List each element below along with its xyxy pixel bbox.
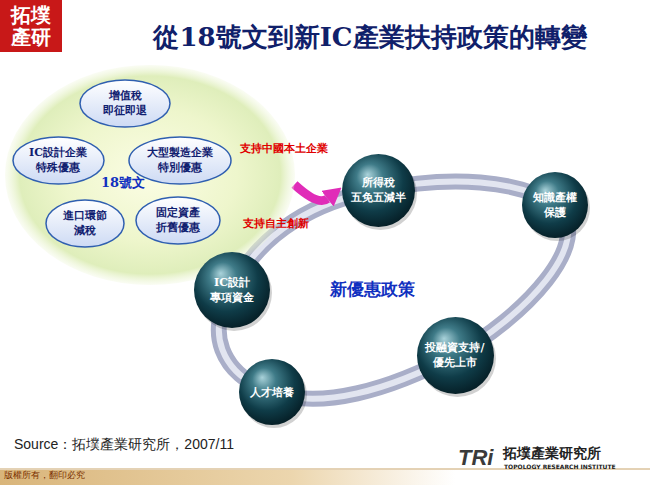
- logo-mark: 拓墣產研: [10, 4, 52, 48]
- policy-sphere: 知識產權 保護: [522, 172, 588, 238]
- sphere-outline: [522, 172, 588, 238]
- node-text-box: 增值稅 即征即退: [103, 88, 147, 118]
- ellipse-outline: [135, 196, 221, 245]
- policy-ellipse: 固定資產 折舊優惠: [135, 196, 221, 245]
- copyright-note: 版權所有，翻印必究: [4, 471, 85, 481]
- sphere-body: [194, 252, 270, 328]
- node-text-box: 固定資產 折舊優惠: [156, 205, 200, 235]
- center-label: 新優惠政策: [330, 280, 415, 299]
- ellipse-label: IC設計企業 特殊優惠: [29, 145, 87, 175]
- sphere-body: [239, 359, 305, 425]
- region-label-wrap: 18號文: [101, 174, 145, 192]
- logo-mark-wrap: 拓墣產研: [0, 0, 62, 52]
- node-text-box: 進口環節 減稅: [63, 208, 107, 238]
- node-text-box: IC設計 專項資金: [210, 275, 254, 305]
- title: 從18號文到新IC產業扶持政策的轉變: [100, 20, 640, 55]
- policy-sphere: 投融資支持/ 優先上市: [417, 317, 494, 394]
- logo-name: 拓墣產業研究所: [503, 446, 601, 461]
- support-note-wrap: 支持自主創新: [243, 218, 309, 230]
- logo-tri: TRi: [458, 446, 493, 470]
- ellipse-label: 進口環節 減稅: [63, 208, 107, 238]
- ellipse-body: [13, 137, 104, 184]
- source-caption: Source：拓墣產業研究所，2007/11: [14, 436, 234, 454]
- policy-ellipse: 進口環節 減稅: [45, 199, 125, 248]
- node-text-box: 人才培養: [250, 385, 294, 400]
- logo-subtitle: TOPOLOGY RESEARCH INSTITUTE: [504, 464, 616, 471]
- policy-ellipse: 增值稅 即征即退: [79, 79, 171, 128]
- caption-wrap: Source：拓墣產業研究所，2007/11: [14, 436, 234, 454]
- sphere-outline: [417, 317, 494, 394]
- ellipse-outline: [12, 136, 105, 185]
- node-text-box: 知識產權 保護: [533, 190, 577, 220]
- ellipse-body: [46, 200, 124, 247]
- logo-name-wrap: 拓墣產業研究所: [503, 446, 601, 461]
- ellipse-label: 固定資產 折舊優惠: [156, 205, 200, 235]
- region-label: 18號文: [101, 174, 145, 192]
- bottom-bar: [0, 470, 650, 485]
- center-label-wrap: 新優惠政策: [330, 280, 415, 299]
- sphere-body: [342, 154, 415, 227]
- ellipse-body: [129, 137, 231, 184]
- policy-ellipse: IC設計企業 特殊優惠: [12, 136, 105, 185]
- node-text-box: IC設計企業 特殊優惠: [29, 145, 87, 175]
- ellipse-body: [136, 197, 220, 244]
- ellipse-label: 增值稅 即征即退: [103, 88, 147, 118]
- title-wrap: 從18號文到新IC產業扶持政策的轉變: [100, 20, 640, 55]
- support-note-wrap: 支持中國本土企業: [240, 143, 328, 155]
- copyright-note-wrap: 版權所有，翻印必究: [4, 471, 85, 481]
- sphere-label: 投融資支持/ 優先上市: [425, 340, 484, 370]
- sphere-label: IC設計 專項資金: [210, 275, 254, 305]
- policy-sphere: 人才培養: [239, 359, 305, 425]
- support-note: 支持中國本土企業: [240, 143, 328, 155]
- node-text-box: 大型製造企業 特別優惠: [147, 145, 213, 175]
- region-fill: [5, 65, 295, 285]
- sphere-body: [417, 317, 494, 394]
- node-text-box: 所得稅 五免五減半: [351, 175, 406, 205]
- logo-subtitle-wrap: TOPOLOGY RESEARCH INSTITUTE: [504, 464, 616, 471]
- ellipse-body: [80, 80, 170, 127]
- ellipse-outline: [45, 199, 125, 248]
- policy-shift-arrow: [294, 185, 327, 201]
- sphere-label: 人才培養: [250, 385, 294, 400]
- ellipse-label: 大型製造企業 特別優惠: [147, 145, 213, 175]
- sphere-outline: [342, 154, 415, 227]
- policy-sphere: 所得稅 五免五減半: [342, 154, 415, 227]
- logo-tri-wrap: TRi: [458, 446, 493, 470]
- policy-sphere: IC設計 專項資金: [194, 252, 270, 328]
- sphere-label: 所得稅 五免五減半: [351, 175, 406, 205]
- sphere-body: [522, 172, 588, 238]
- policy-region: 18號文 增值稅 即征即退 IC設計企業 特殊優惠 大型製造企業 特別優惠進口環節 減…: [5, 65, 295, 285]
- node-text-box: 投融資支持/ 優先上市: [425, 340, 484, 370]
- support-note: 支持自主創新: [243, 218, 309, 230]
- ellipse-outline: [79, 79, 171, 128]
- sphere-outline: [194, 252, 270, 328]
- sphere-label: 知識產權 保護: [533, 190, 577, 220]
